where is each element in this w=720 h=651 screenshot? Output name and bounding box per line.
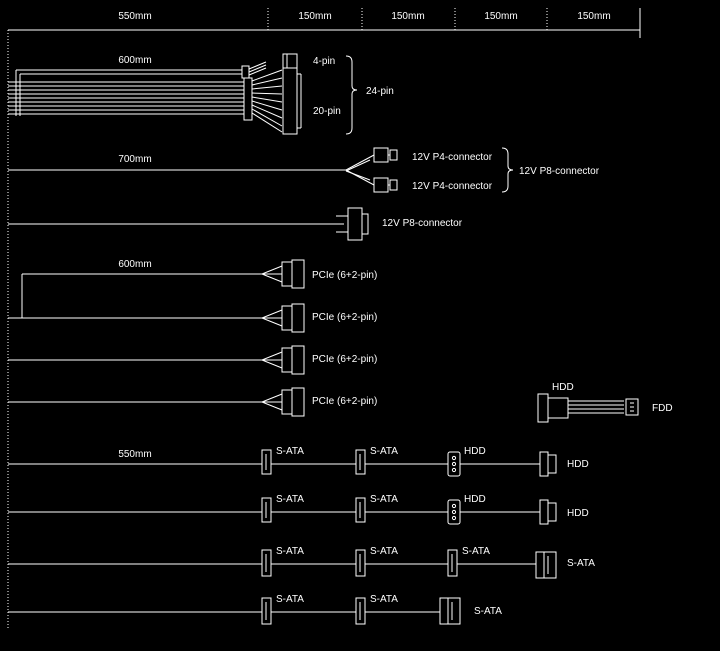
atx-4pin-label: 4-pin <box>313 56 335 67</box>
p4-connector-a <box>373 147 389 163</box>
pcie-connector-3-label: PCIe (6+2-pin) <box>312 354 377 365</box>
atx-cable-length: 600mm <box>118 55 151 66</box>
pcie-connector-3 <box>291 345 305 375</box>
row2-hdd-1-label: HDD <box>464 494 486 505</box>
row2-hdd-1 <box>447 499 461 525</box>
row4-sata-3-label: S-ATA <box>474 606 502 617</box>
row4-sata-1-label: S-ATA <box>276 594 304 605</box>
row1-hdd-1 <box>447 451 461 477</box>
p8-split-label: 12V P8-connector <box>519 166 600 177</box>
row3-sata-2-label: S-ATA <box>370 546 398 557</box>
row3-sata-4 <box>535 551 545 579</box>
p4-connector-b <box>373 177 389 193</box>
peripheral-cable-2: S-ATA S-ATA HDD HDD <box>8 494 589 525</box>
ruler-label-2: 150mm <box>298 11 331 22</box>
pcie-connector-1-label: PCIe (6+2-pin) <box>312 270 377 281</box>
adapter-fdd-label: FDD <box>652 403 673 414</box>
pcie-connector-2-label: PCIe (6+2-pin) <box>312 312 377 323</box>
atx-24pin-label: 24-pin <box>366 86 394 97</box>
adapter-hdd-label: HDD <box>552 382 574 393</box>
row4-sata-3 <box>439 597 449 625</box>
eps-8pin-cable: 12V P8-connector <box>8 207 463 241</box>
row3-sata-4-label: S-ATA <box>567 558 595 569</box>
row3-sata-3-label: S-ATA <box>462 546 490 557</box>
row4-sata-2-label: S-ATA <box>370 594 398 605</box>
peripheral-cable-1: 550mm S-ATA S-ATA HDD HDD <box>8 446 589 477</box>
row1-hdd-2 <box>539 451 549 477</box>
row1-sata-1-label: S-ATA <box>276 446 304 457</box>
row2-hdd-2-label: HDD <box>567 508 589 519</box>
hdd-fdd-adapter: HDD FDD <box>537 382 673 423</box>
row2-sata-1-label: S-ATA <box>276 494 304 505</box>
ruler-label-1: 550mm <box>118 11 151 22</box>
peripheral-cable-4: S-ATA S-ATA S-ATA <box>8 594 502 625</box>
atx-20pin-connector <box>282 67 298 135</box>
ruler-label-5: 150mm <box>577 11 610 22</box>
pcie-cable-length: 600mm <box>118 259 151 270</box>
peripheral-cable-length: 550mm <box>118 449 151 460</box>
pcie-connector-4-label: PCIe (6+2-pin) <box>312 396 377 407</box>
pcie-connector-1 <box>291 259 305 289</box>
p4-connector-b-label: 12V P4-connector <box>412 181 493 192</box>
eps-split-cable: 700mm 12V P4-connector 12V P4-connector … <box>8 147 600 193</box>
pcie-connector-4 <box>291 387 305 417</box>
p4-connector-a-label: 12V P4-connector <box>412 152 493 163</box>
peripheral-cable-3: S-ATA S-ATA S-ATA S-ATA <box>8 546 595 579</box>
row3-sata-1-label: S-ATA <box>276 546 304 557</box>
length-ruler: 550mm 150mm 150mm 150mm 150mm <box>7 8 641 630</box>
atx-20pin-label: 20-pin <box>313 106 341 117</box>
row1-sata-2-label: S-ATA <box>370 446 398 457</box>
eps-cable-length: 700mm <box>118 154 151 165</box>
p8-connector <box>347 207 363 241</box>
pcie-cables: 600mm PCIe (6+2-pin) PCIe (6+2-pin) PCIe… <box>8 259 377 417</box>
p8-connector-label: 12V P8-connector <box>382 218 463 229</box>
atx-24pin-cable: 600mm <box>8 53 394 135</box>
row1-hdd-1-label: HDD <box>464 446 486 457</box>
ruler-label-4: 150mm <box>484 11 517 22</box>
adapter-hdd-connector <box>537 393 549 423</box>
row2-hdd-2 <box>539 499 549 525</box>
row1-hdd-2-label: HDD <box>567 459 589 470</box>
pcie-connector-2 <box>291 303 305 333</box>
row2-sata-2-label: S-ATA <box>370 494 398 505</box>
ruler-label-3: 150mm <box>391 11 424 22</box>
